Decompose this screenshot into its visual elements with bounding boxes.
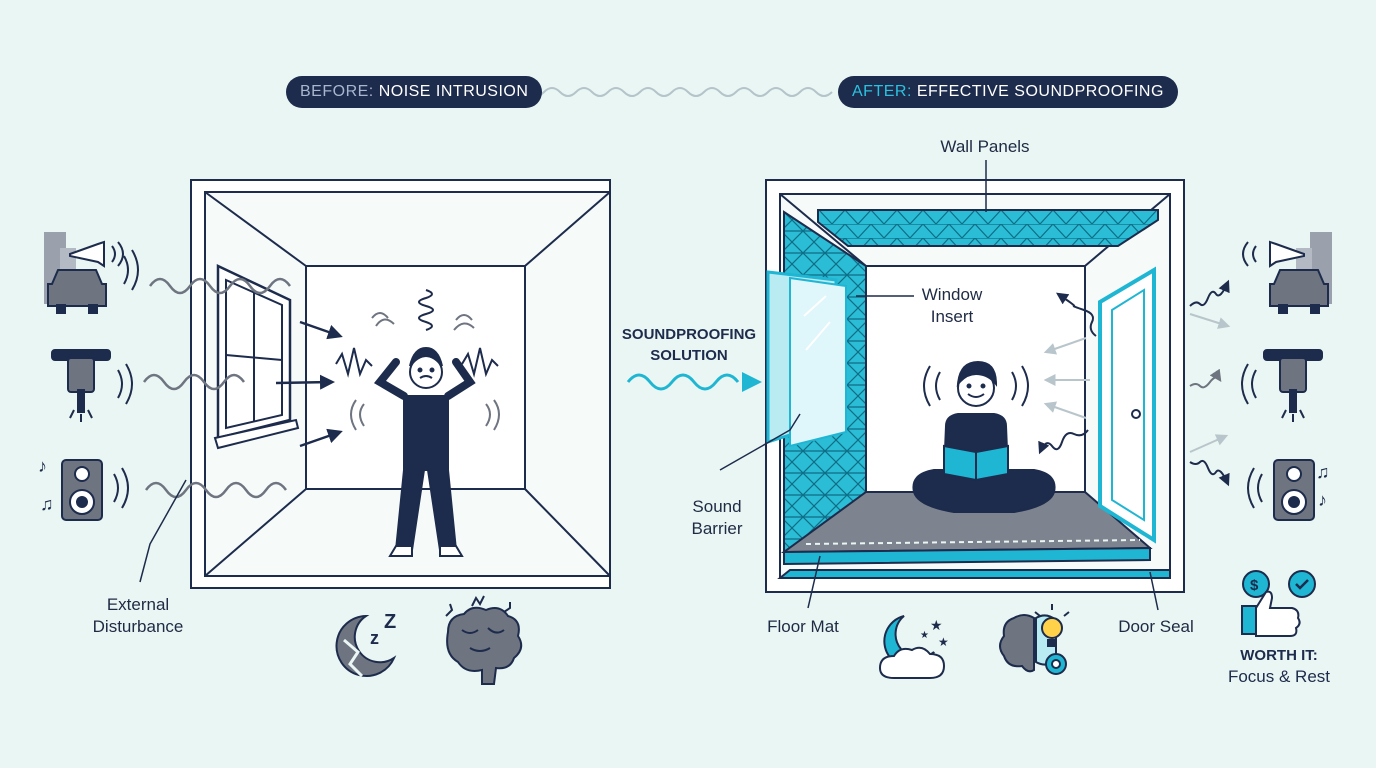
- left-room: [190, 179, 611, 589]
- right-speaker-icon: ♫ ♪: [1247, 459, 1330, 521]
- sound-barrier-label: Sound Barrier: [691, 497, 743, 538]
- before-text: NOISE INTRUSION: [378, 83, 529, 100]
- soundproofing-solution-label: SOUNDPROOFING SOLUTION: [621, 326, 757, 364]
- svg-text:♪: ♪: [1318, 490, 1327, 510]
- stressed-person-figure: [373, 346, 476, 557]
- restful-sleep-icon: ★ ★ ★: [878, 615, 949, 679]
- worth-it-icon: $: [1241, 570, 1316, 637]
- worth-it-label: WORTH IT: Focus & Rest: [1227, 647, 1331, 686]
- svg-text:★: ★: [920, 630, 929, 641]
- window-insert-label: Window Insert: [921, 285, 983, 326]
- svg-text:♫: ♫: [40, 494, 54, 514]
- svg-text:Z: Z: [384, 611, 396, 633]
- blocked-noise-arrows: [1038, 292, 1097, 455]
- right-city-car-horn-icon: [1242, 232, 1332, 314]
- right-jackhammer-icon: [1241, 349, 1323, 422]
- focused-brain-icon: [999, 604, 1070, 675]
- floor-mat-label: Floor Mat: [767, 617, 839, 636]
- deflected-noise-arrows: [1189, 279, 1231, 487]
- wall-panels-label: Wall Panels: [940, 137, 1030, 156]
- before-header-pill: BEFORE: NOISE INTRUSION: [286, 76, 543, 108]
- noise-waves-into-room: [142, 277, 292, 499]
- svg-text:$: $: [1250, 577, 1259, 594]
- stress-noise-squiggles: [335, 289, 500, 431]
- after-header-pill: AFTER: EFFECTIVE SOUNDPROOFING: [838, 76, 1178, 108]
- svg-text:★: ★: [938, 635, 949, 649]
- header-connector-wave: [511, 87, 833, 97]
- solution-wave: [626, 373, 740, 391]
- svg-text:♫: ♫: [1316, 462, 1330, 482]
- after-prefix: AFTER:: [852, 83, 912, 100]
- before-prefix: BEFORE:: [300, 83, 374, 100]
- stressed-brain-icon: [445, 595, 523, 685]
- right-leader-lines: [719, 160, 1159, 611]
- solution-arrow-head: [742, 372, 762, 392]
- after-text: EFFECTIVE SOUNDPROOFING: [916, 83, 1164, 100]
- noise-arrows: [275, 320, 343, 448]
- jackhammer-icon: [51, 349, 111, 422]
- disturbance-leader-line: [139, 479, 187, 583]
- calm-sound-arcs: [923, 365, 1029, 407]
- svg-text:★: ★: [930, 617, 943, 633]
- door-seal-label: Door Seal: [1118, 617, 1194, 636]
- calm-person-reading-figure: [912, 360, 1056, 513]
- speaker-icon: ♪ ♫: [38, 456, 103, 521]
- disturbed-sleep-icon: z Z: [335, 611, 397, 678]
- svg-text:♪: ♪: [38, 456, 47, 476]
- external-disturbance-label: External Disturbance: [92, 595, 184, 636]
- city-car-horn-icon: [44, 232, 124, 314]
- svg-text:z: z: [370, 628, 379, 648]
- left-source-sound-arcs: [113, 249, 139, 509]
